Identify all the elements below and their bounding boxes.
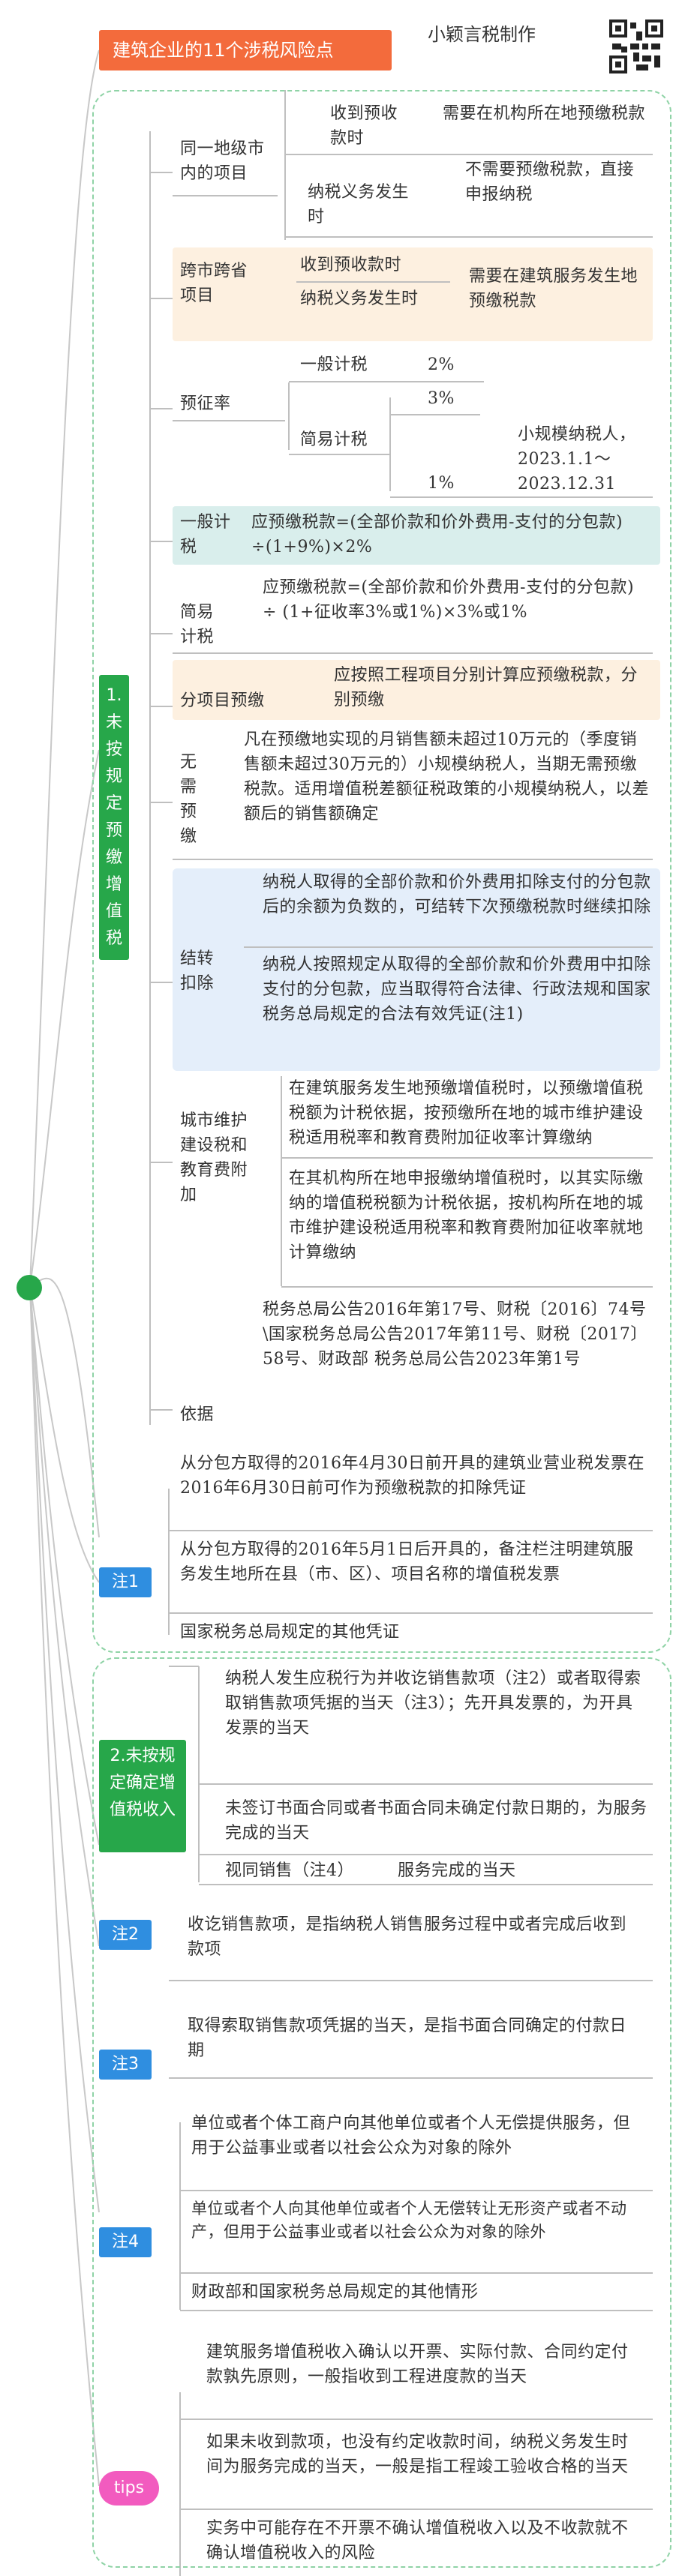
note4-item-3: 财政部和国家税务总局规定的其他情形 [191,2283,479,2302]
by-project-panel [173,660,660,720]
rate-label: 预征率 [180,394,231,413]
carry-over-label: 结转扣除 [180,949,215,993]
rate-general-value: 2% [428,355,455,374]
cross-city-result: 需要在建筑服务发生地预缴税款 [469,267,638,310]
cross-city-panel [173,247,653,341]
note2-label: 注2 [99,1920,152,1950]
note1-label: 注1 [99,1567,152,1597]
cross-city-trigger-1: 收到预收款时 [300,256,402,274]
note4-label: 注4 [99,2227,152,2257]
same-city-result-1: 需要在机构所在地预缴税款 [443,104,646,123]
city-tax-item-2: 在其机构所在地申报缴纳增值税时，以其实际缴纳的增值税税额为计税依据，按机构所在地… [289,1169,644,1262]
note3-label: 注3 [99,2050,152,2080]
basis-text: 税务总局公告2016年第17号、财税〔2016〕74号\国家税务总局公告2017… [263,1300,647,1369]
rate-general-label: 一般计税 [300,355,368,374]
tips-item-1: 建筑服务增值税收入确认以开票、实际付款、合同约定付款孰先原则，一般指收到工程进度… [206,2343,629,2386]
rate-simple-note: 小规模纳税人，2023.1.1～2023.12.31 [518,425,636,493]
same-city-trigger-1: 收到预收款时 [330,104,398,148]
general-calc-label: 一般计税 [180,513,231,556]
cross-city-label: 跨市跨省项目 [180,262,248,305]
page-title: 建筑企业的11个涉税风险点 [99,30,392,70]
note1-item-1: 从分包方取得的2016年4月30日前开具的建筑业营业税发票在2016年6月30日… [180,1454,644,1498]
note1-item-3: 国家税务总局规定的其他凭证 [180,1623,400,1642]
note2-text: 收讫销售款项，是指纳税人销售服务过程中或者完成后收到款项 [188,1915,627,1959]
note4-item-2: 单位或者个人向其他单位或者个人无偿转让无形资产或者不动产，但用于公益事业或者以社… [191,2200,627,2241]
city-tax-item-1: 在建筑服务发生地预缴增值税时，以预缴增值税税额为计税依据，按预缴所在地的城市维护… [289,1079,644,1147]
tips-item-2: 如果未收到款项，也没有约定收款时间，纳税义务发生时间为服务完成的当天，一般是指工… [206,2433,629,2476]
maker-credit: 小颖言税制作 [428,24,536,45]
root-node-icon [17,1275,42,1300]
qr-code-icon [606,16,666,76]
by-project-label: 分项目预缴 [180,691,265,710]
no-prepay-text: 凡在预缴地实现的月销售额未超过10万元的（季度销售额未超过30万元的）小规模纳税… [244,730,650,823]
carry-over-item-1: 纳税人取得的全部价款和价外费用扣除支付的分包款后的余额为负数的，可结转下次预缴税… [263,873,651,916]
section2-container [92,1657,671,2568]
tips-label: tips [99,2471,159,2506]
same-city-trigger-2: 纳税义务发生时 [308,183,410,226]
general-calc-panel [173,506,660,565]
cross-city-trigger-2: 纳税义务发生时 [300,289,419,308]
carry-over-item-2: 纳税人按照规定从取得的全部价款和价外费用中扣除支付的分包款，应当取得符合法律、行… [263,955,651,1024]
by-project-text: 应按照工程项目分别计算应预缴税款，分别预缴 [334,666,638,709]
sight-sale-label: 视同销售（注4） [225,1861,354,1880]
section2-item-1: 纳税人发生应税行为并收讫销售款项（注2）或者取得索取销售款项凭据的当天（注3）；… [225,1669,641,1738]
section1-container [92,90,671,1653]
rate-simple-value-1: 3% [428,389,455,408]
note3-text: 取得索取销售款项凭据的当天，是指书面合同确定的付款日期 [188,2017,627,2060]
tips-item-3: 实务中可能存在不开票不确认增值税收入以及不收款就不确认增值税收入的风险 [206,2519,629,2563]
general-calc-formula: 应预缴税款=(全部价款和价外费用-支付的分包款) ÷(1+9%)×2% [251,513,629,556]
section1-label: 1.未按规定预缴增值税 [99,675,129,960]
basis-label: 依据 [180,1405,215,1424]
simple-calc-label: 简易计税 [180,603,215,646]
section2-label: 2.未按规定确定增值税收入 [99,1740,186,1852]
simple-calc-formula: 应预缴税款=(全部价款和价外费用-支付的分包款) ÷ (1+征收率3%或1%)×… [263,578,640,622]
rate-simple-value-2: 1% [428,474,455,493]
sight-sale-text: 服务完成的当天 [398,1861,516,1880]
city-tax-label: 城市维护建设税和教育费附加 [180,1111,248,1204]
note1-item-2: 从分包方取得的2016年5月1日后开具的，备注栏注明建筑服务发生地所在县（市、区… [180,1540,634,1584]
same-city-result-2: 不需要预缴税款，直接申报纳税 [465,160,635,204]
section2-item-2: 未签订书面合同或者书面合同未确定付款日期的，为服务完成的当天 [225,1799,647,1843]
same-city-label: 同一地级市内的项目 [180,139,265,183]
no-prepay-label: 无需预缴 [180,753,197,846]
note4-item-1: 单位或者个体工商户向其他单位或者个人无偿提供服务，但用于公益事业或者以社会公众为… [191,2114,631,2158]
rate-simple-label: 简易计税 [300,430,368,449]
carry-over-panel [173,868,660,1071]
